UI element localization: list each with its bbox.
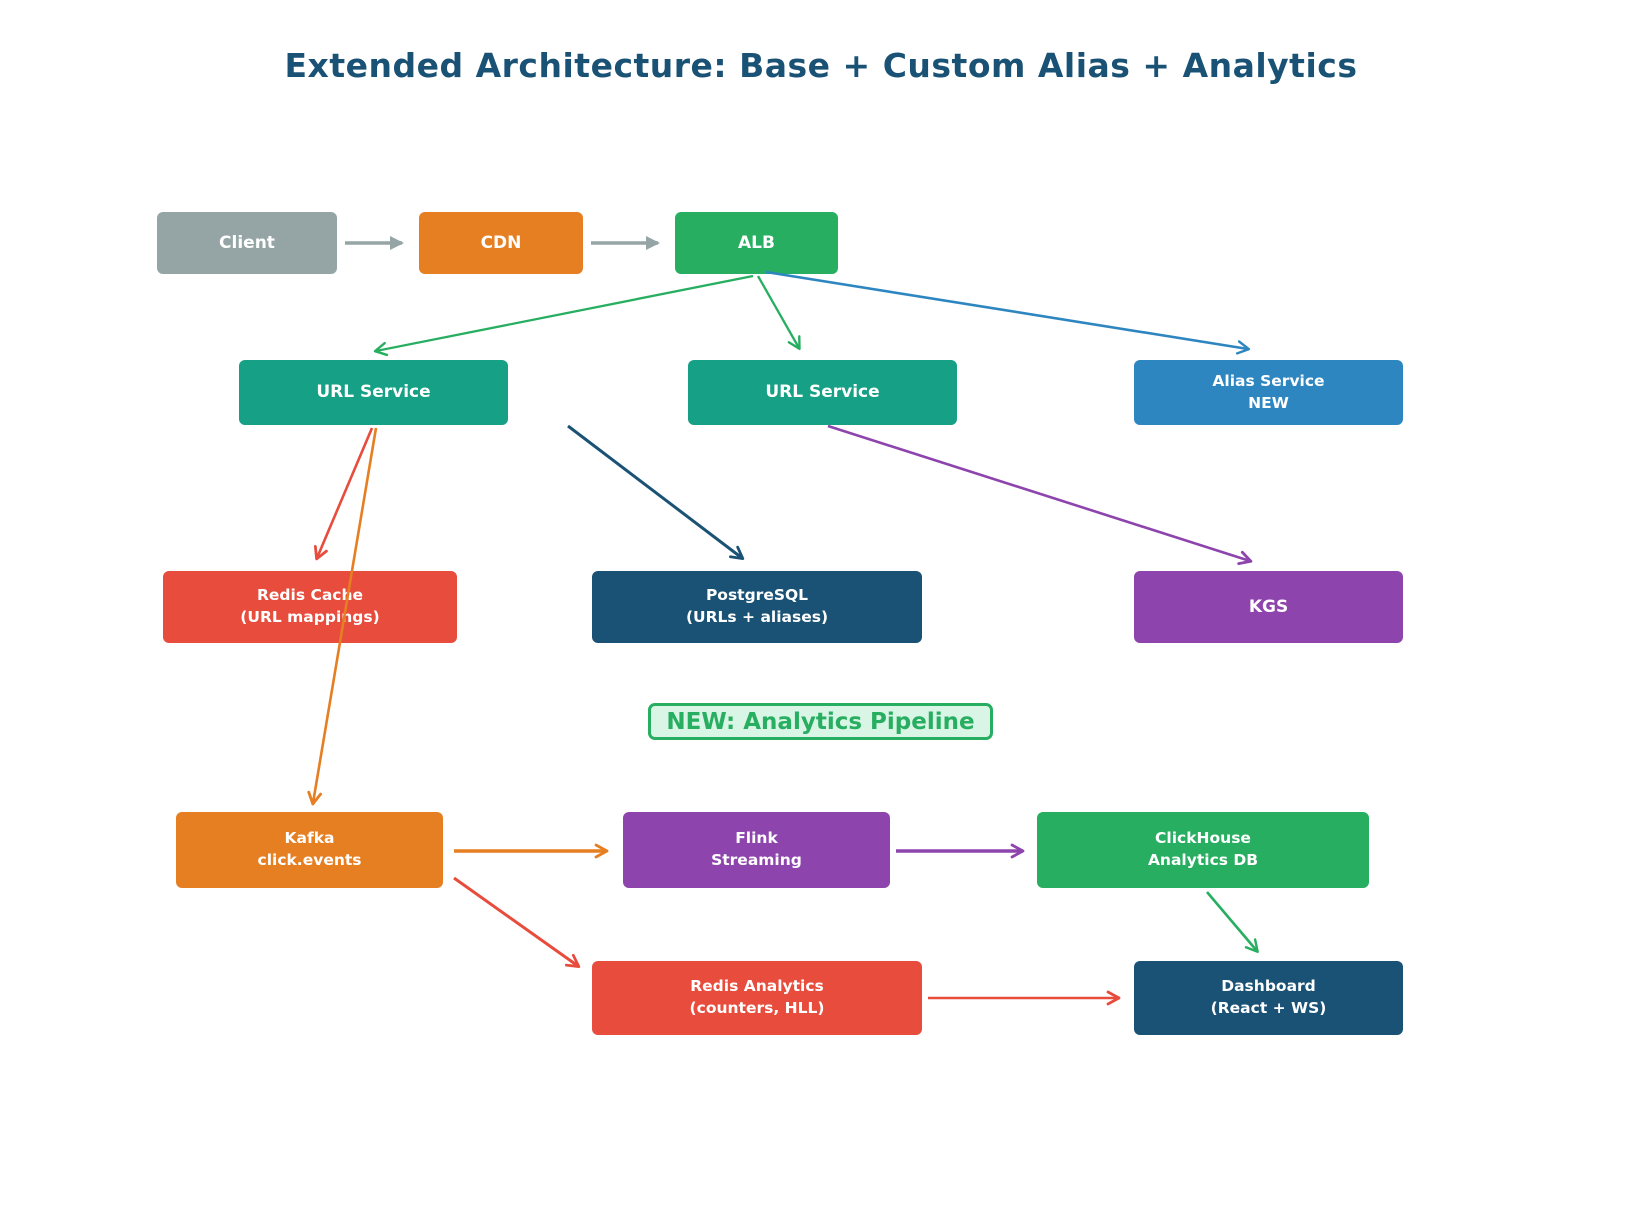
node-kgs: KGS [1134, 571, 1403, 643]
node-redis-analytics: Redis Analytics (counters, HLL) [592, 961, 922, 1035]
node-clickhouse: ClickHouse Analytics DB [1037, 812, 1369, 888]
analytics-pipeline-label: NEW: Analytics Pipeline [648, 703, 993, 740]
node-redis-cache: Redis Cache (URL mappings) [163, 571, 457, 643]
node-alias-service: Alias Service NEW [1134, 360, 1403, 425]
node-redis-analytics-line1: Redis Analytics [690, 977, 824, 996]
node-redis-cache-line1: Redis Cache [256, 586, 364, 605]
arrow-alb-to-url-service-1 [373, 274, 754, 357]
arrow-clickhouse-to-dashboard [1206, 891, 1259, 953]
node-redis-cache-line2: (URL mappings) [240, 608, 380, 626]
arrow-url-service-2-to-kgs [827, 424, 1253, 566]
node-cdn-label: CDN [480, 232, 522, 253]
node-url-service-1-label: URL Service [316, 382, 431, 403]
node-postgresql-line1: PostgreSQL [705, 586, 809, 605]
node-client: Client [157, 212, 337, 274]
node-alb-label: ALB [738, 232, 775, 253]
node-dashboard-line2: (React + WS) [1210, 999, 1327, 1017]
arrow-alb-to-alias-service [765, 270, 1251, 355]
node-postgresql-line2: (URLs + aliases) [685, 608, 829, 626]
node-dashboard-line1: Dashboard [1221, 977, 1316, 996]
node-postgresql: PostgreSQL (URLs + aliases) [592, 571, 922, 643]
node-redis-analytics-line2: (counters, HLL) [689, 999, 825, 1017]
arrow-alb-to-url-service-2 [757, 275, 801, 351]
node-kafka: Kafka click.events [176, 812, 443, 888]
analytics-pipeline-label-text: NEW: Analytics Pipeline [666, 708, 975, 735]
node-kafka-line1: Kafka [284, 829, 335, 848]
node-dashboard: Dashboard (React + WS) [1134, 961, 1403, 1035]
node-alias-service-line1: Alias Service [1212, 371, 1325, 390]
arrow-kafka-to-redis-analytics [453, 876, 581, 968]
node-flink: Flink Streaming [623, 812, 890, 888]
node-clickhouse-line2: Analytics DB [1147, 851, 1259, 869]
arrow-url-service-1-to-redis-cache [313, 427, 374, 561]
node-url-service-1: URL Service [239, 360, 508, 425]
node-url-service-2-label: URL Service [765, 382, 880, 403]
node-kafka-line2: click.events [257, 851, 362, 869]
node-clickhouse-line1: ClickHouse [1155, 829, 1251, 848]
node-cdn: CDN [419, 212, 583, 274]
node-url-service-2: URL Service [688, 360, 957, 425]
diagram-title: Extended Architecture: Base + Custom Ali… [284, 46, 1358, 85]
node-flink-line1: Flink [735, 829, 778, 848]
node-alias-service-line2: NEW [1248, 393, 1289, 412]
node-kgs-label: KGS [1248, 596, 1289, 617]
arrow-url-service-1-to-postgresql [567, 424, 745, 561]
node-client-label: Client [219, 232, 275, 253]
node-alb: ALB [675, 212, 838, 274]
node-flink-line2: Streaming [711, 851, 802, 869]
